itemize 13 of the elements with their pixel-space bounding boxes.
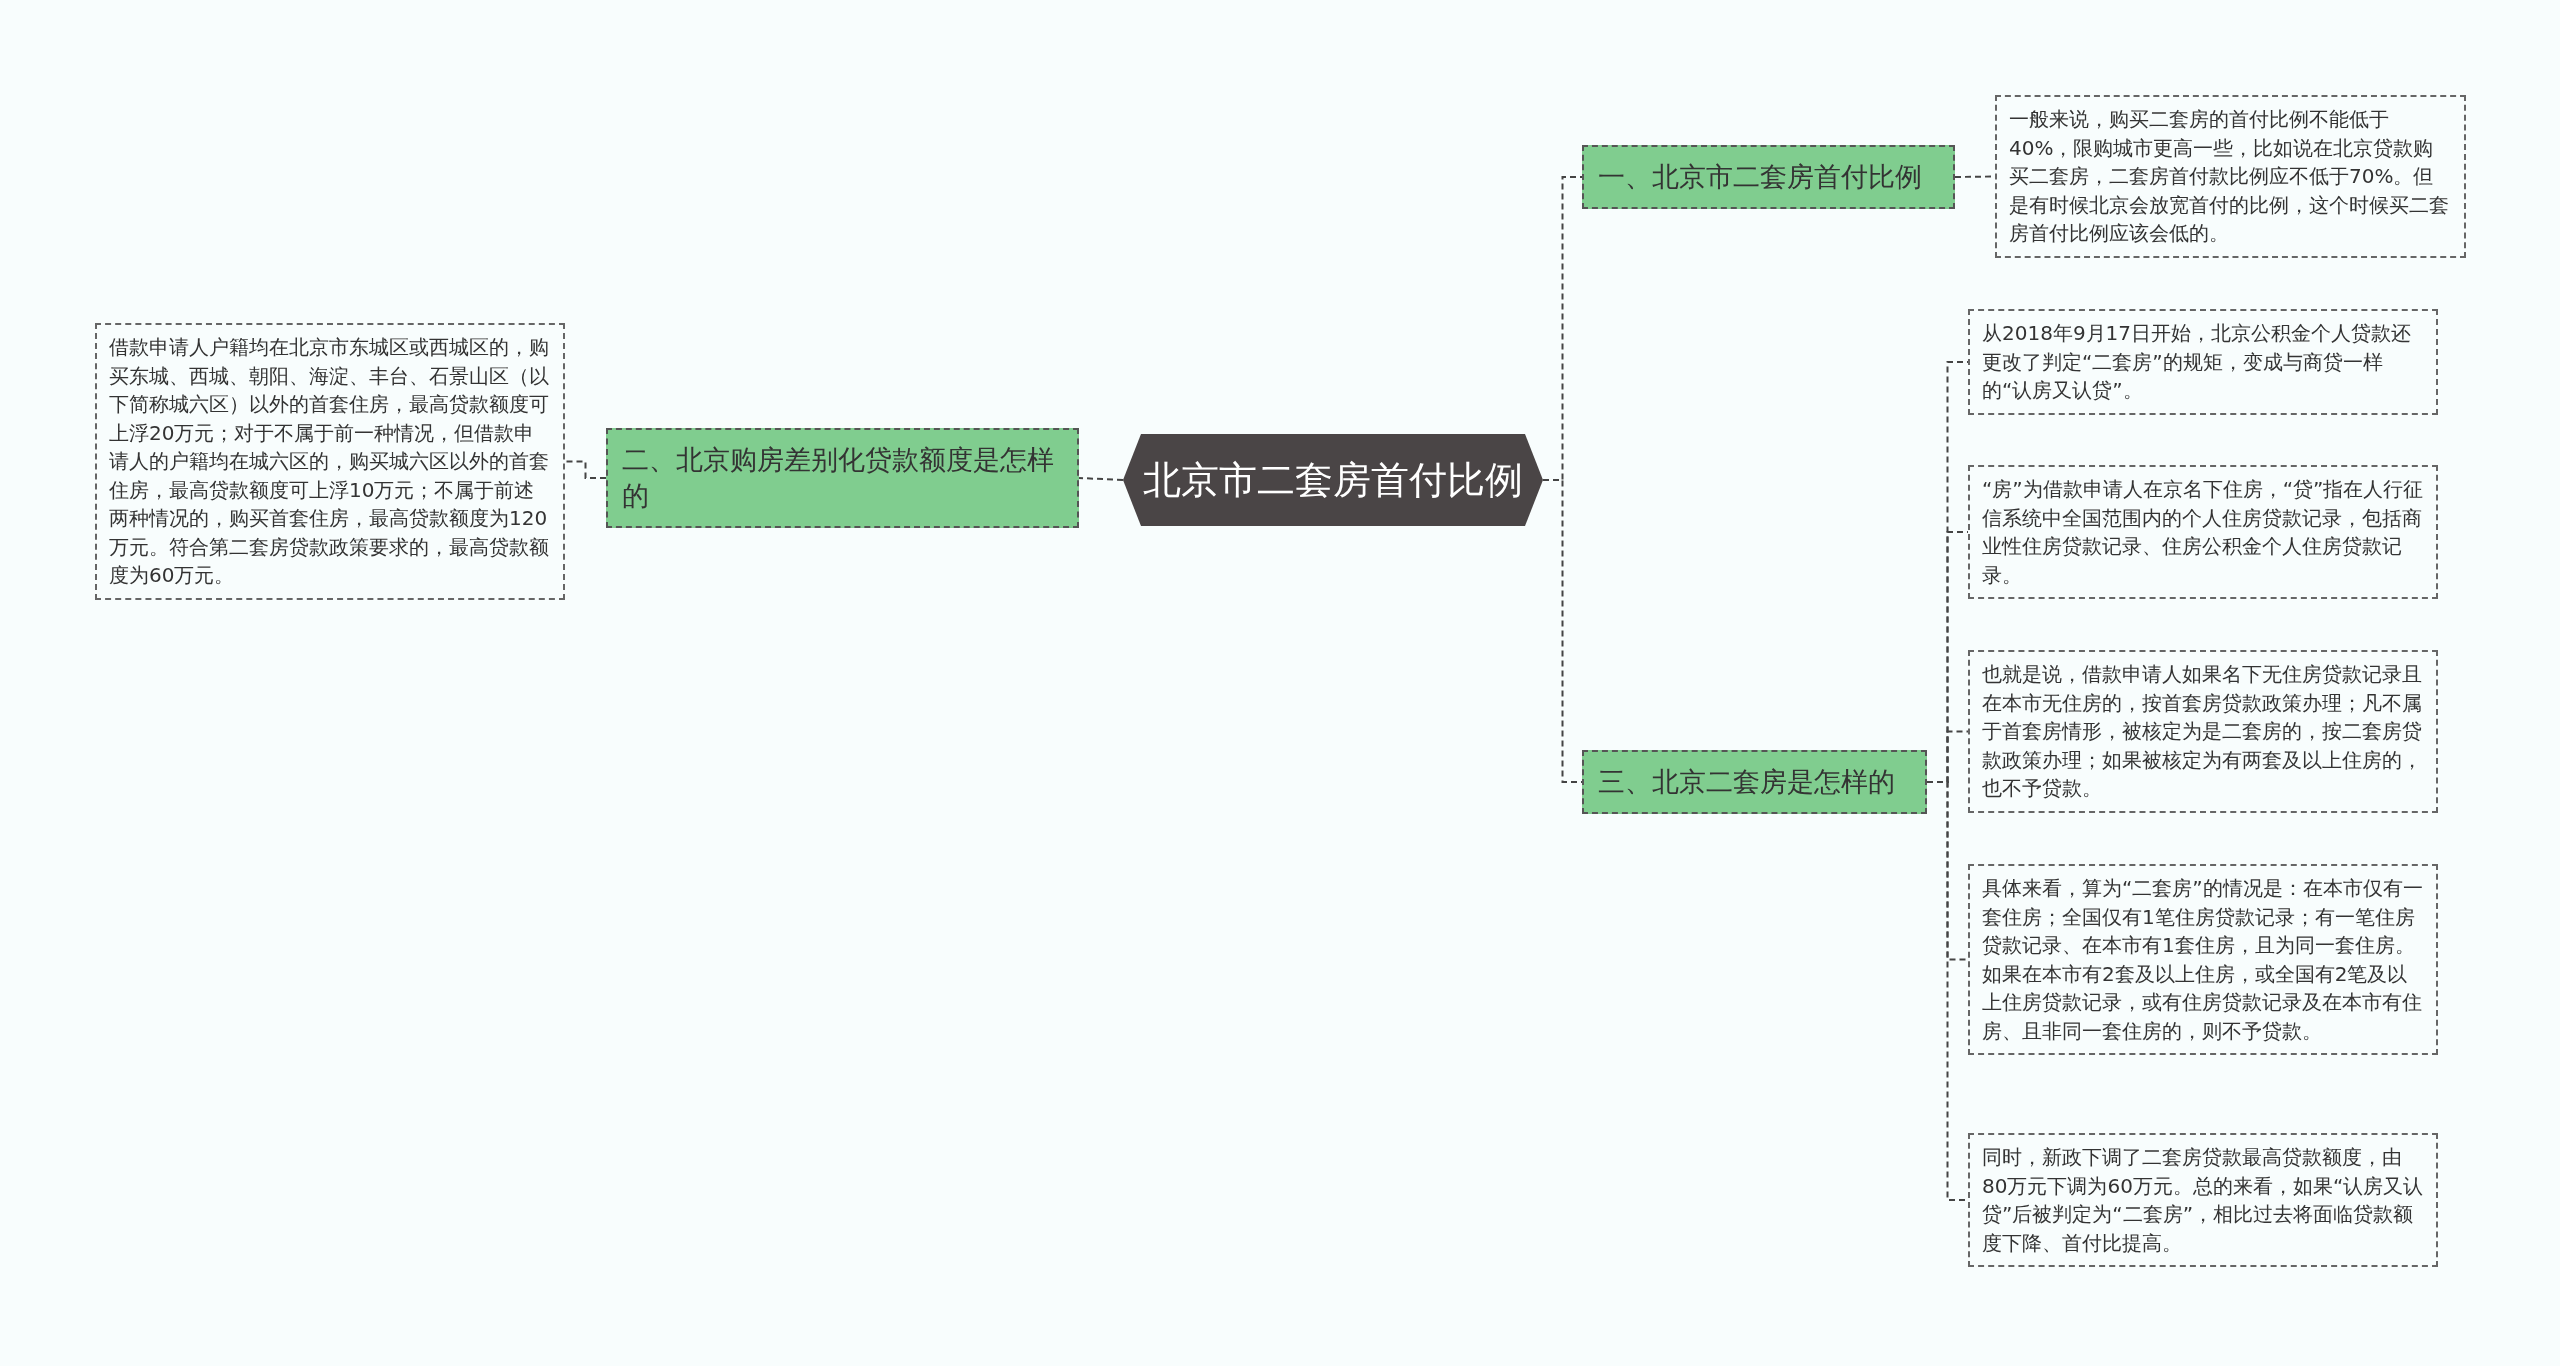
topic-box: 一、北京市二套房首付比例 (1582, 145, 1955, 209)
connector-line (564, 460, 607, 479)
note-box: 借款申请人户籍均在北京市东城区或西城区的，购买东城、西城、朝阳、海淀、丰台、石景山区（以下简称城六区）以外的首套住房，最高贷款额度可上浮20万元；对于不属于前一种情况，但借款申请人的户籍均在城六区的，购买城六区以外的首套住房，最高贷款额度可上浮10万元；不属于前述两种情况的，购买首套住房，最高贷款额度为120万元。符合第二套房贷款政策要求的，最高贷款额度为60万元。 (95, 323, 565, 600)
note-box: 一般来说，购买二套房的首付比例不能低于40%，限购城市更高一些，比如说在北京贷款购买二套房，二套房首付款比例应不低于70%。但是有时候北京会放宽首付的比例，这个时候买二套房首付比例应该会低的。 (1995, 95, 2466, 258)
note-box: 具体来看，算为“二套房”的情况是：在本市仅有一套住房；全国仅有1笔住房贷款记录；有一笔住房贷款记录、在本市有1套住房，且为同一套住房。如果在本市有2套及以上住房，或全国有2笔及以上住房贷款记录，或有住房贷款记录及在本市有住房、且非同一套住房的，则不予贷款。 (1968, 864, 2438, 1055)
topic-box: 二、北京购房差别化贷款额度是怎样的 (606, 428, 1079, 528)
connector-line (1078, 477, 1124, 481)
note-box: 从2018年9月17日开始，北京公积金个人贷款还更改了判定“二套房”的规矩，变成与商贷一样的“认房又认贷”。 (1968, 309, 2438, 415)
note-box: 同时，新政下调了二套房贷款最高贷款额度，由80万元下调为60万元。总的来看，如果“认房又认贷”后被判定为“二套房”，相比过去将面临贷款额度下降、首付比提高。 (1968, 1133, 2438, 1267)
central-topic: 北京市二套房首付比例 (1123, 434, 1543, 526)
note-box: 也就是说，借款申请人如果名下无住房贷款记录且在本市无住房的，按首套房贷款政策办理；凡不属于首套房情形，被核定为是二套房的，按二套房贷款政策办理；如果被核定为有两套及以上住房的，也不予贷款。 (1968, 650, 2438, 813)
topic-box: 三、北京二套房是怎样的 (1582, 750, 1927, 814)
note-box: “房”为借款申请人在京名下住房，“贷”指在人行征信系统中全国范围内的个人住房贷款记录，包括商业性住房贷款记录、住房公积金个人住房贷款记录。 (1968, 465, 2438, 599)
